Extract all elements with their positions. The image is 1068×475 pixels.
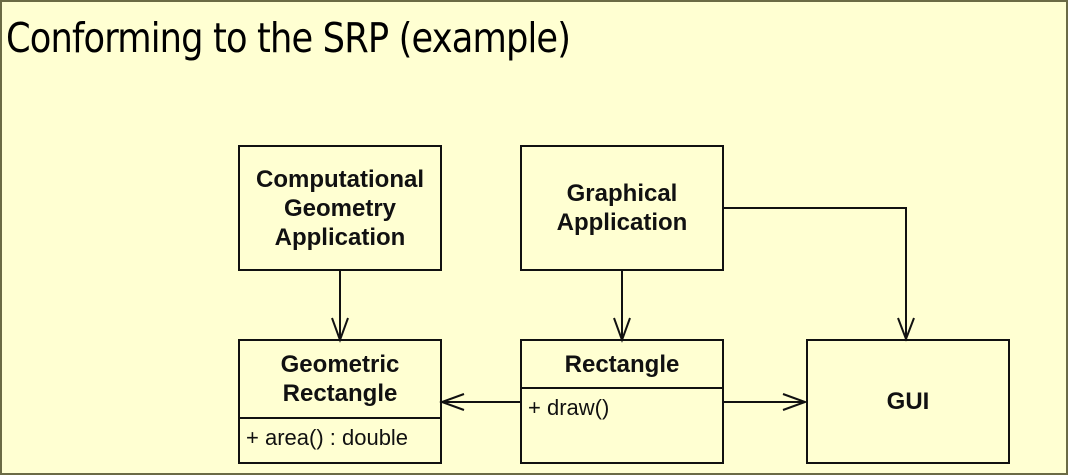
class-name: GUI (808, 341, 1008, 462)
class-graphical-application: Graphical Application (520, 145, 724, 271)
class-name-line: Graphical (566, 180, 678, 207)
class-geometric-rectangle: Geometric Rectangle + area() : double (238, 339, 442, 464)
class-name: Graphical Application (522, 147, 722, 269)
class-name-line: Rectangle (282, 380, 398, 407)
arrow-cga-to-geometric-rectangle (331, 270, 349, 343)
class-name: Rectangle (522, 341, 722, 387)
class-operation: + draw() (522, 387, 722, 462)
class-name-line: Application (274, 223, 406, 251)
class-name: Geometric Rectangle (240, 341, 440, 417)
class-name-line: Geometry (283, 194, 397, 222)
class-operation: + area() : double (240, 417, 440, 462)
arrow-graphical-to-rectangle (613, 270, 631, 343)
class-name-line: GUI (886, 388, 930, 415)
class-name-line: Rectangle (564, 350, 680, 378)
slide-title: Conforming to the SRP (example) (6, 14, 571, 62)
class-name: Computational Geometry Application (240, 147, 440, 269)
class-computational-geometry-application: Computational Geometry Application (238, 145, 442, 271)
arrow-rectangle-to-gui (722, 393, 808, 411)
class-rectangle: Rectangle + draw() (520, 339, 724, 464)
class-name-line: Geometric (280, 351, 400, 378)
class-name-line: Computational (256, 165, 424, 193)
arrow-rectangle-to-geometric-rectangle (439, 393, 520, 411)
arrow-graphical-to-gui (722, 207, 915, 342)
class-gui: GUI (806, 339, 1010, 464)
class-name-line: Application (556, 209, 688, 236)
